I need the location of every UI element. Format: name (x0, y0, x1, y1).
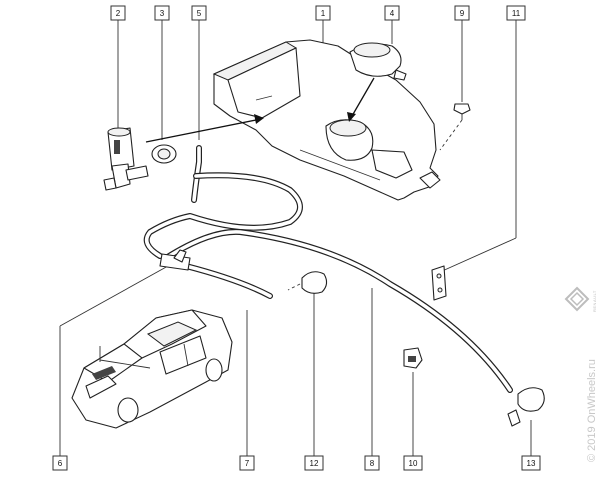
hose-clip (403, 347, 423, 369)
mounting-bracket (431, 265, 447, 301)
washer-nozzle-rear (507, 387, 545, 427)
callout-6: 6 (52, 455, 68, 471)
short-hose (191, 145, 202, 203)
callout-4: 4 (384, 5, 400, 21)
callout-6-label: 6 (58, 459, 63, 468)
callout-9: 9 (454, 5, 470, 21)
callout-3: 3 (154, 5, 170, 21)
callout-1-label: 1 (321, 9, 326, 18)
callout-11: 11 (506, 5, 526, 21)
callout-2: 2 (110, 5, 126, 21)
callout-7-label: 7 (245, 459, 250, 468)
callout-13-label: 13 (527, 459, 536, 468)
callout-8: 8 (364, 455, 380, 471)
leader-lines (59, 20, 532, 456)
callout-10-label: 10 (409, 459, 418, 468)
pump-arrow (145, 114, 264, 143)
main-hoses (143, 172, 513, 393)
washer-reservoir (212, 39, 441, 201)
callout-4-label: 4 (390, 9, 395, 18)
callout-13: 13 (521, 455, 541, 471)
callout-5-label: 5 (197, 9, 202, 18)
t-connector (159, 249, 191, 271)
reservoir-cap (349, 42, 407, 81)
cap-arrow (347, 77, 375, 122)
callout-12: 12 (304, 455, 324, 471)
callout-9-label: 9 (460, 9, 465, 18)
callout-10: 10 (403, 455, 423, 471)
callout-1: 1 (315, 5, 331, 21)
fixing-clip (439, 103, 471, 151)
callout-11-label: 11 (512, 9, 521, 18)
callout-8-label: 8 (370, 459, 375, 468)
callout-2-label: 2 (116, 9, 121, 18)
watermark: © 2019 OnWheels.ru (586, 359, 598, 462)
callout-3-label: 3 (160, 9, 165, 18)
pump-grommet (151, 144, 177, 164)
brand-logo-text: RENAULT (592, 290, 597, 312)
callout-7: 7 (239, 455, 255, 471)
brand-logo-icon (564, 286, 590, 312)
car-illustration (71, 309, 233, 429)
callout-5: 5 (191, 5, 207, 21)
washer-pump (103, 127, 149, 191)
washer-nozzle-front (287, 271, 328, 294)
callout-12-label: 12 (310, 459, 319, 468)
